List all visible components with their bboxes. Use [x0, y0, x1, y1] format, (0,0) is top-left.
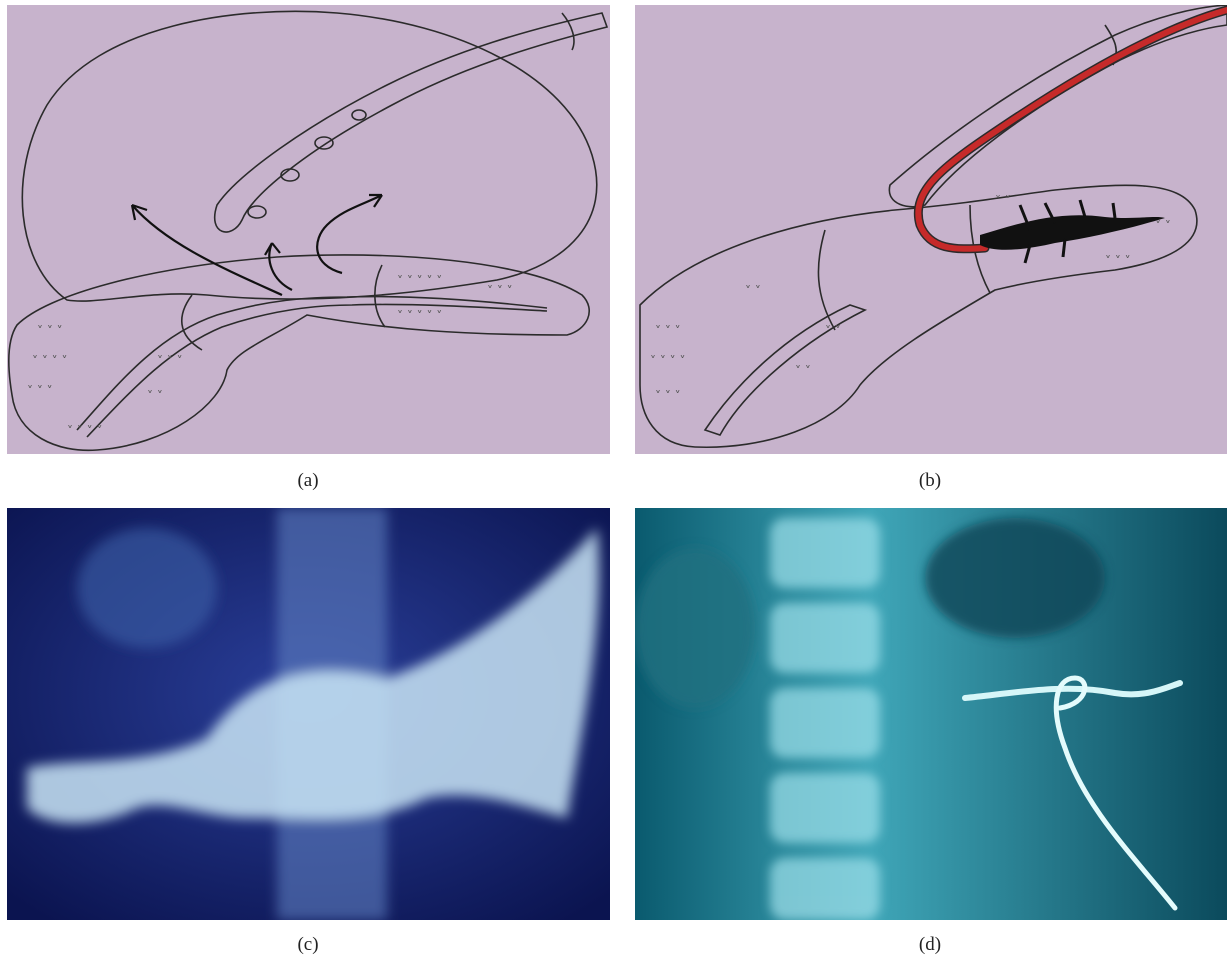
- svg-text:˅ ˅ ˅ ˅ ˅: ˅ ˅ ˅ ˅ ˅: [397, 274, 442, 288]
- svg-text:˅ ˅: ˅ ˅: [825, 324, 841, 338]
- caption-a: (a): [268, 470, 348, 492]
- panel-b-drawing: ˅ ˅ ˅ ˅ ˅ ˅ ˅ ˅ ˅ ˅ ˅ ˅ ˅ ˅ ˅ ˅ ˅ ˅ ˅ ˅ ˅ ˅ …: [635, 5, 1227, 454]
- svg-text:˅ ˅ ˅: ˅ ˅ ˅: [655, 389, 681, 403]
- svg-text:˅ ˅ ˅ ˅: ˅ ˅ ˅ ˅: [32, 354, 67, 368]
- svg-text:˅ ˅ ˅: ˅ ˅ ˅: [655, 324, 681, 338]
- panel-c-image: [7, 508, 610, 920]
- panel-b-sketch: ˅ ˅ ˅ ˅ ˅ ˅ ˅ ˅ ˅ ˅ ˅ ˅ ˅ ˅ ˅ ˅ ˅ ˅ ˅ ˅ ˅ ˅ …: [635, 5, 1227, 454]
- svg-text:˅ ˅: ˅ ˅: [795, 364, 811, 378]
- svg-text:˅ ˅ ˅ ˅: ˅ ˅ ˅ ˅: [650, 354, 685, 368]
- svg-text:˅ ˅: ˅ ˅: [995, 194, 1011, 208]
- svg-text:˅ ˅: ˅ ˅: [745, 284, 761, 298]
- panel-a-sketch: ˅ ˅ ˅ ˅ ˅ ˅ ˅ ˅ ˅ ˅ ˅ ˅ ˅ ˅ ˅ ˅ ˅ ˅ ˅ ˅ ˅ ˅…: [7, 5, 610, 454]
- svg-text:˅ ˅: ˅ ˅: [1155, 219, 1171, 233]
- panel-c-radiograph: [7, 508, 610, 920]
- svg-text:˅ ˅ ˅ ˅: ˅ ˅ ˅ ˅: [67, 424, 102, 438]
- svg-text:˅ ˅ ˅: ˅ ˅ ˅: [27, 384, 53, 398]
- svg-text:˅ ˅ ˅: ˅ ˅ ˅: [487, 284, 513, 298]
- svg-text:˅ ˅ ˅ ˅ ˅: ˅ ˅ ˅ ˅ ˅: [397, 309, 442, 323]
- svg-text:˅ ˅ ˅: ˅ ˅ ˅: [157, 354, 183, 368]
- panel-d-radiograph: [635, 508, 1227, 920]
- panel-d-image: [635, 508, 1227, 920]
- svg-text:˅ ˅ ˅: ˅ ˅ ˅: [1105, 254, 1131, 268]
- svg-text:˅ ˅ ˅: ˅ ˅ ˅: [37, 324, 63, 338]
- panel-a-drawing: ˅ ˅ ˅ ˅ ˅ ˅ ˅ ˅ ˅ ˅ ˅ ˅ ˅ ˅ ˅ ˅ ˅ ˅ ˅ ˅ ˅ ˅…: [7, 5, 610, 454]
- svg-text:˅ ˅: ˅ ˅: [147, 389, 163, 403]
- caption-b: (b): [890, 470, 970, 492]
- caption-d: (d): [890, 934, 970, 956]
- caption-c: (c): [268, 934, 348, 956]
